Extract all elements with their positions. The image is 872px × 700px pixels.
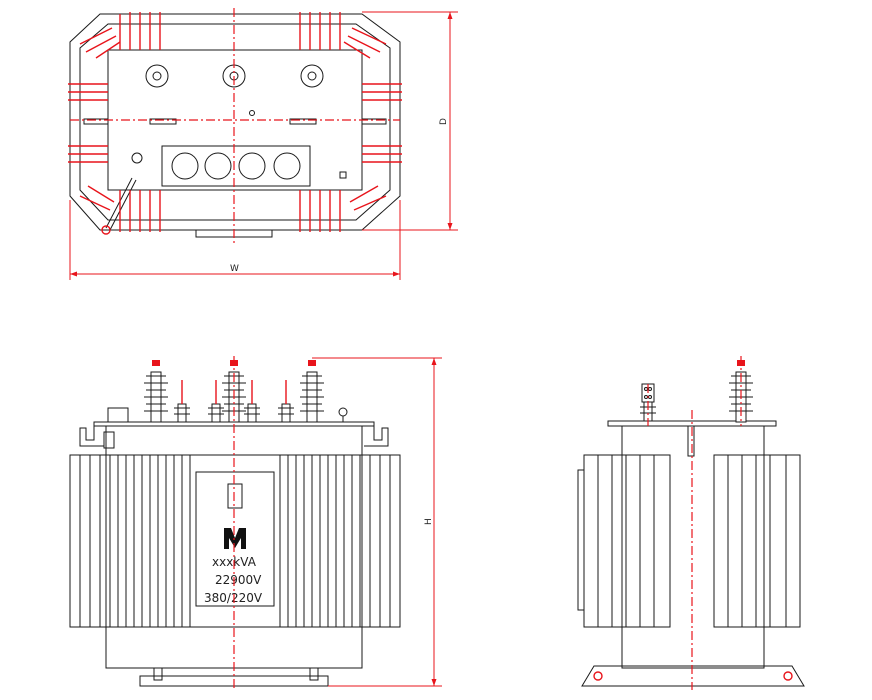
radiator-fins-front: [69, 454, 401, 628]
top-view: W D: [68, 8, 458, 280]
lv-bushing-top: [171, 152, 301, 180]
brand-logo: [224, 528, 246, 549]
radiator-fins-top: [68, 12, 402, 232]
height-dimension: H: [312, 357, 442, 687]
width-label: W: [230, 264, 239, 274]
front-view: xxxkVA 22900V 380/220V: [69, 356, 442, 690]
hv-voltage-text: 22900V: [215, 573, 262, 587]
depth-label: D: [439, 118, 449, 125]
height-label: H: [424, 518, 434, 525]
depth-dimension: D: [362, 11, 458, 231]
side-view: [577, 356, 805, 690]
width-dimension: W: [69, 200, 401, 280]
